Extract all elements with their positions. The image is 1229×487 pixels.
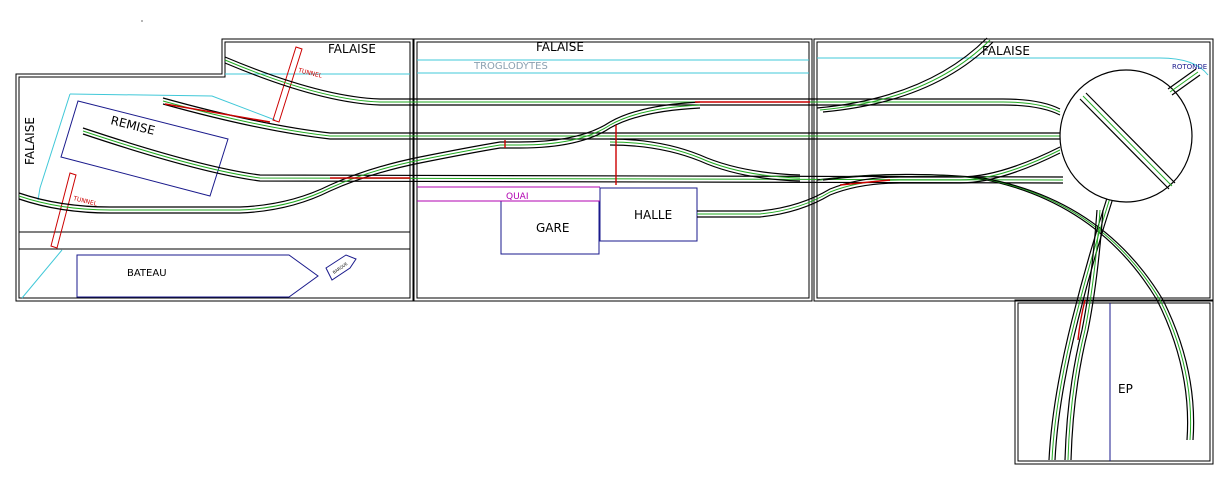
remise-label: REMISE — [109, 113, 156, 137]
quai-label: QUAI — [506, 192, 528, 202]
track-j — [1064, 209, 1104, 461]
module-4-inner — [1017, 302, 1211, 462]
track-g — [816, 37, 994, 113]
tunnel-portal-left — [50, 172, 77, 249]
gare-label: GARE — [536, 221, 569, 235]
barque-shape — [325, 254, 357, 281]
remise-building — [60, 100, 229, 197]
module-2-outline — [413, 38, 813, 302]
turntable — [1059, 68, 1201, 203]
bateau-shape — [76, 254, 319, 298]
falaise-label-module1: FALAISE — [328, 42, 376, 56]
track-d — [18, 101, 701, 214]
turntable-pit — [1059, 69, 1193, 203]
track-c — [82, 127, 1064, 184]
module-1-outline — [15, 38, 414, 302]
turntable-bridge — [1079, 92, 1176, 190]
text-labels: FALAISE FALAISE FALAISE FALAISE TROGLODY… — [23, 40, 1207, 396]
module-2-inner — [416, 41, 810, 299]
ep-label: EP — [1118, 382, 1133, 396]
bateau-label: BATEAU — [127, 268, 167, 279]
cliff-lines — [21, 57, 1209, 299]
remise-cliff-line — [69, 93, 276, 121]
tunnel-portal-top — [272, 46, 303, 123]
tunnel-portals — [50, 46, 303, 249]
track-i — [1048, 197, 1114, 461]
track-h — [816, 173, 1195, 441]
falaise-label-module2: FALAISE — [536, 40, 584, 54]
track-e — [609, 138, 801, 182]
turntable-exit-top — [1167, 68, 1201, 96]
track-b — [162, 97, 1063, 140]
lower-cliff-line — [21, 249, 63, 299]
stray-dot — [141, 20, 143, 22]
module-3-inner — [816, 41, 1211, 299]
halle-label: HALLE — [634, 208, 672, 222]
module-1-inner — [18, 41, 411, 299]
track-a — [224, 56, 1061, 116]
roads — [19, 231, 410, 250]
troglodytes-label: TROGLODYTES — [473, 61, 548, 72]
tracks — [18, 37, 1195, 461]
tunnel-label-top: TUNNEL — [297, 67, 324, 80]
falaise-label-vertical: FALAISE — [23, 117, 37, 165]
rotonde-label: ROTONDE — [1172, 63, 1207, 71]
rotonde-arc — [1159, 57, 1209, 76]
track-highlights — [330, 101, 891, 186]
quai-platform — [417, 186, 600, 202]
remise-cliff-left — [37, 93, 71, 201]
module-4-outline — [1014, 299, 1214, 465]
falaise-label-module3: FALAISE — [982, 44, 1030, 58]
baseboard-frames — [15, 38, 1214, 465]
buildings — [60, 100, 1111, 461]
